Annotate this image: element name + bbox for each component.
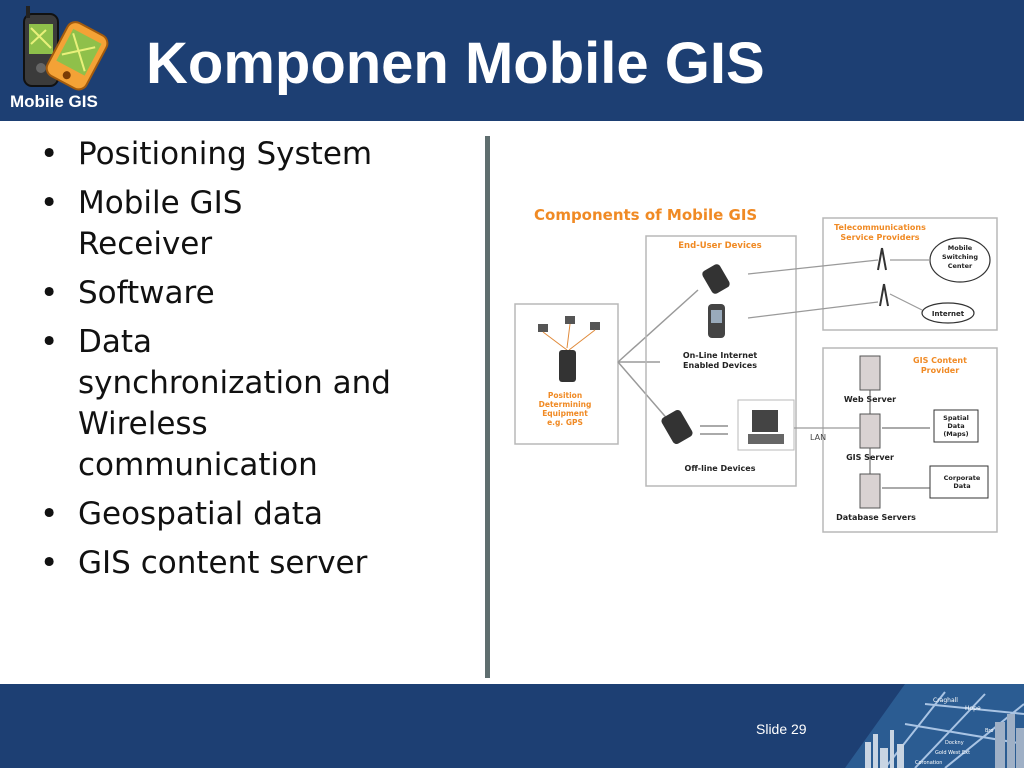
- offline-pda-icon: [661, 409, 693, 445]
- gis-content-provider-box: [822, 347, 998, 533]
- bullet-text: Geospatial data: [78, 496, 323, 532]
- offline-devices-label: Off-line Devices: [685, 464, 756, 473]
- end-user-devices-box: [645, 235, 797, 487]
- diagram-title: Components of Mobile GIS: [534, 206, 757, 224]
- bullet-text: Software: [78, 275, 215, 311]
- gis-server-icon: [859, 413, 881, 449]
- vertical-divider: [485, 136, 490, 678]
- bullet-item: • Mobile GIS Receiver: [38, 183, 338, 265]
- bullet-list: • Positioning System • Mobile GIS Receiver…: [38, 134, 458, 592]
- bullet-dot-icon: •: [40, 136, 59, 172]
- gps-receiver-icon: [559, 350, 576, 382]
- internet-label: Internet: [932, 310, 965, 318]
- bullet-text: GIS content server: [78, 545, 368, 581]
- bullet-item: • GIS content server: [38, 543, 458, 584]
- web-server-icon: [859, 355, 881, 391]
- logo-text: Mobile GIS: [10, 92, 98, 111]
- database-servers-label: Database Servers: [836, 513, 916, 522]
- map-label: Hope: [965, 705, 981, 712]
- positioning-box: [514, 303, 619, 445]
- corporate-data-icon: [929, 465, 989, 499]
- map-thumbnail: Craghall Hope Dockny Bro Gold West Ext C…: [845, 684, 1024, 768]
- page-title: Komponen Mobile GIS: [146, 31, 765, 96]
- bullet-dot-icon: •: [40, 275, 59, 311]
- map-label: Craghall: [933, 697, 958, 704]
- map-label: Coronation: [915, 760, 942, 766]
- mobile-gis-logo-icon: [23, 6, 109, 91]
- internet-ellipse: [921, 302, 975, 324]
- slide-number: Slide 29: [756, 721, 807, 737]
- tower-icon: [877, 247, 887, 271]
- city-skyline-icon: [995, 714, 1024, 768]
- bullet-text: Mobile GIS Receiver: [78, 185, 243, 262]
- telecom-box: [822, 217, 998, 331]
- end-user-devices-label: End-User Devices: [678, 241, 762, 251]
- bullet-item: • Geospatial data: [38, 494, 458, 535]
- bullet-text: Positioning System: [78, 136, 373, 172]
- tower-icon: [879, 283, 889, 307]
- lan-label: LAN: [810, 433, 826, 442]
- bullet-text: Data synchronization and Wireless commun…: [78, 324, 391, 483]
- slide-footer: Slide 29 Craghall Hope Dockny Bro Gold W…: [0, 684, 1024, 768]
- desktop-pc-icon: [752, 410, 778, 432]
- bullet-dot-icon: •: [40, 545, 59, 581]
- map-label: Bro: [985, 728, 993, 734]
- database-server-icon: [859, 473, 881, 509]
- bullet-dot-icon: •: [40, 324, 59, 360]
- bullet-item: • Positioning System: [38, 134, 458, 175]
- satellite-icon: [538, 316, 600, 332]
- city-skyline-icon: [865, 730, 904, 768]
- map-label: Gold West Ext: [935, 750, 970, 756]
- map-label: Dockny: [945, 740, 964, 746]
- phone-icon: [702, 264, 730, 294]
- bullet-dot-icon: •: [40, 496, 59, 532]
- bullet-item: • Data synchronization and Wireless commu…: [38, 322, 398, 486]
- desktop-pc-box: [737, 399, 795, 451]
- bullet-dot-icon: •: [40, 185, 59, 221]
- slide-header: Mobile GIS Komponen Mobile GIS: [0, 0, 1024, 121]
- spatial-data-icon: [933, 409, 979, 443]
- bullet-item: • Software: [38, 273, 458, 314]
